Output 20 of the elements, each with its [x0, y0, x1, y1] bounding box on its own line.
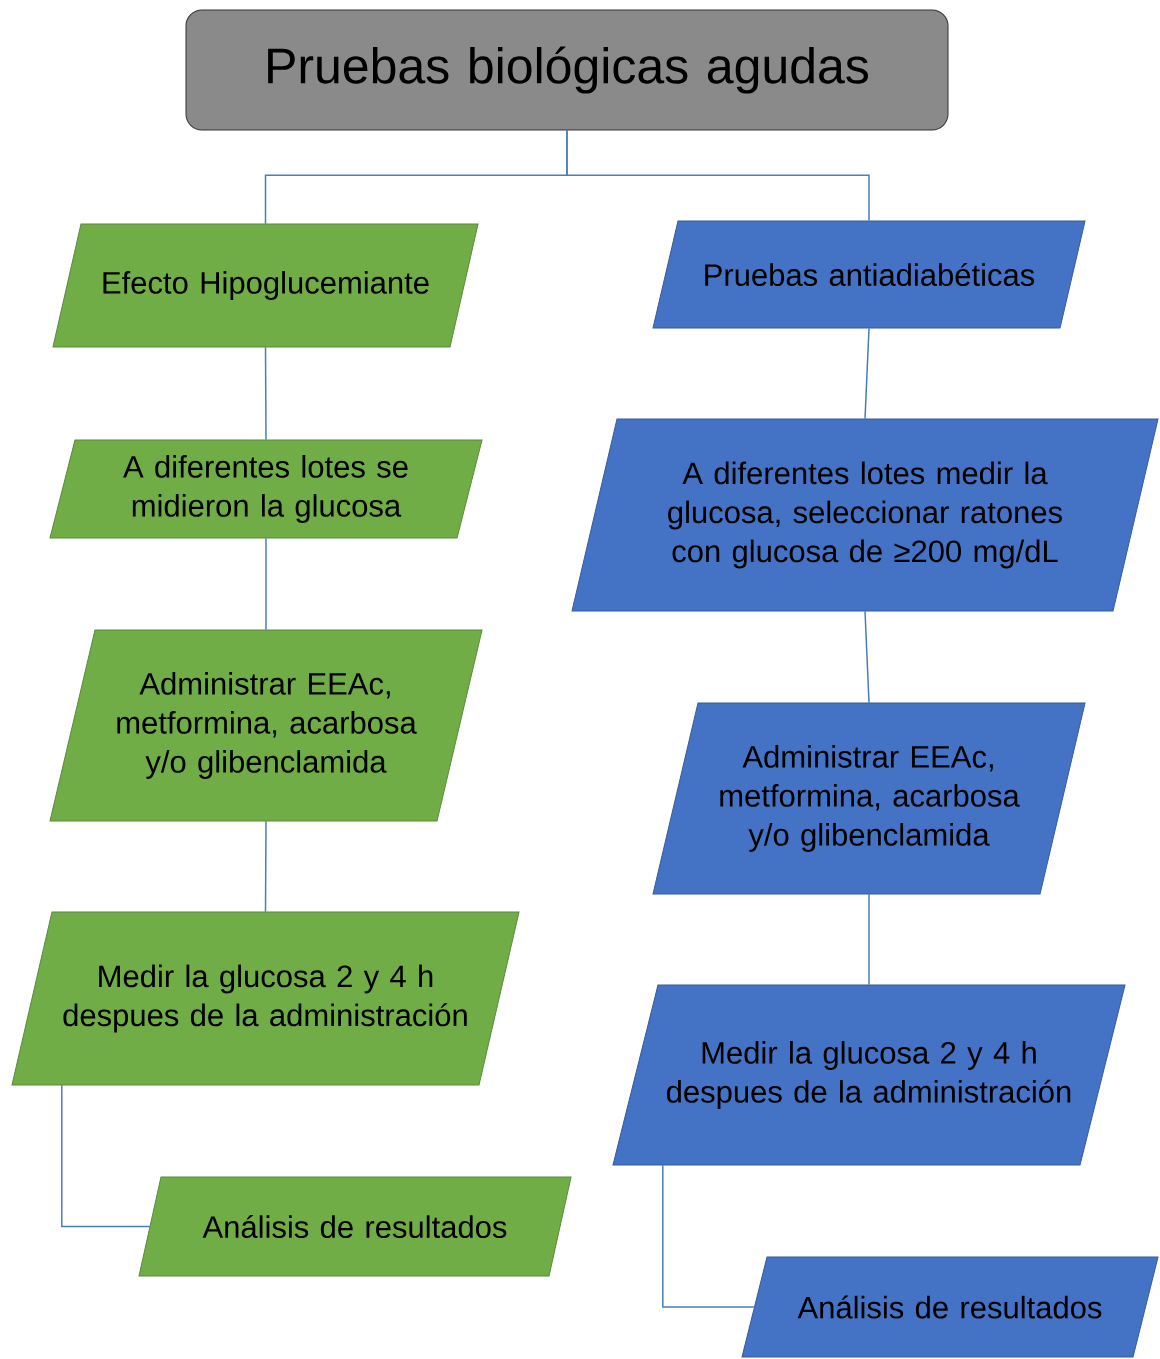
connector-line: [868, 893, 870, 986]
process-parallelogram: A diferentes lotes se midieron la glucosa: [49, 439, 483, 539]
connector-line: [864, 610, 870, 704]
process-parallelogram: Medir la glucosa 2 y 4 h despues de la administración: [11, 911, 520, 1086]
process-parallelogram: Efecto Hipoglucemiante: [52, 223, 479, 348]
process-parallelogram: Análisis de resultados: [138, 1176, 572, 1277]
process-parallelogram: Medir la glucosa 2 y 4 h despues de la administración: [612, 984, 1126, 1166]
process-parallelogram: Administrar EEAc, metformina, acarbosa y/o glibenclamida: [49, 629, 483, 822]
connector-line: [61, 1084, 151, 1228]
connector-line: [864, 327, 870, 420]
process-parallelogram: Pruebas antiadiabéticas: [652, 220, 1086, 329]
title-box: Pruebas biológicas agudas: [185, 9, 949, 131]
process-parallelogram: Administrar EEAc, metformina, acarbosa y/o glibenclamida: [652, 702, 1086, 895]
connector-line: [662, 1164, 755, 1308]
process-parallelogram: Análisis de resultados: [741, 1256, 1159, 1358]
connector-line: [264, 346, 267, 441]
connector-line: [566, 129, 870, 222]
process-parallelogram: A diferentes lotes medir la glucosa, seleccionar ratones con glucosa de ≥200 mg/dL: [571, 418, 1159, 612]
connector-line: [265, 537, 267, 631]
connector-line: [264, 820, 267, 913]
